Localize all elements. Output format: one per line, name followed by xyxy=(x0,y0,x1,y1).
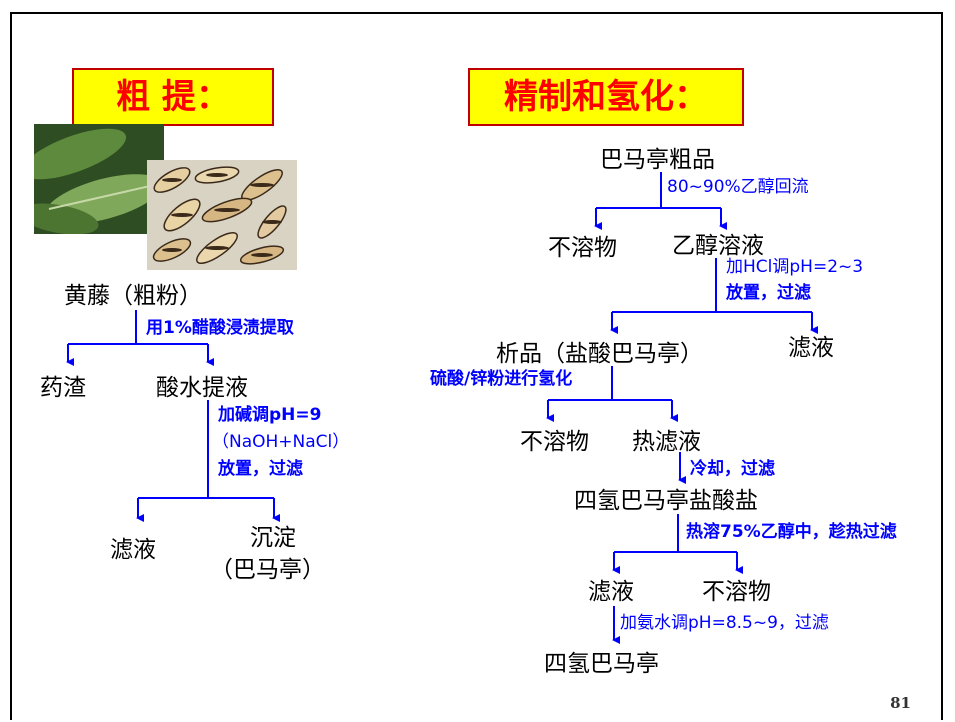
node-precipitate-note: （巴马亭） xyxy=(210,557,325,583)
slide-frame xyxy=(10,12,943,720)
cond-stand-filter: 放置，过滤 xyxy=(726,283,811,303)
node-filtrate-1: 滤液 xyxy=(788,335,834,361)
node-acid-extract: 酸水提液 xyxy=(156,375,248,401)
node-insoluble-2: 不溶物 xyxy=(520,429,589,455)
cond-hydrogenation: 硫酸/锌粉进行氢化 xyxy=(430,369,573,389)
sliced-stem-photo xyxy=(147,160,297,270)
node-residue: 药渣 xyxy=(40,375,86,401)
node-ethanol-solution: 乙醇溶液 xyxy=(672,233,764,259)
cond-cool-filter: 冷却，过滤 xyxy=(690,459,775,479)
cond-acetic-acid: 用1%醋酸浸渍提取 xyxy=(146,318,294,338)
cond-alkali-line1: 加碱调pH=9 xyxy=(218,405,322,425)
node-palmatine-hcl: 析品（盐酸巴马亭） xyxy=(496,341,703,367)
node-precipitate: 沉淀 xyxy=(250,525,296,551)
leaf-photo xyxy=(34,124,164,234)
cond-alkali-line2: （NaOH+NaCl） xyxy=(212,432,350,452)
cond-ethanol-reflux: 80~90%乙醇回流 xyxy=(667,177,809,197)
node-insoluble-1: 不溶物 xyxy=(548,235,617,261)
node-tetrahydropalmatine: 四氢巴马亭 xyxy=(544,651,659,677)
node-filtrate-2: 滤液 xyxy=(588,579,634,605)
node-left-filtrate: 滤液 xyxy=(110,537,156,563)
cond-ammonia-adjust: 加氨水调pH=8.5~9，过滤 xyxy=(620,613,829,633)
cond-hot-dissolve: 热溶75%乙醇中，趁热过滤 xyxy=(686,522,897,542)
node-crude-palmatine: 巴马亭粗品 xyxy=(600,147,715,173)
node-insoluble-3: 不溶物 xyxy=(702,579,771,605)
cond-alkali-line3: 放置，过滤 xyxy=(218,459,303,479)
node-thp-hcl-salt: 四氢巴马亭盐酸盐 xyxy=(574,488,758,514)
node-raw-powder: 黄藤（粗粉） xyxy=(64,283,202,309)
left-section-title: 粗 提： xyxy=(72,68,274,126)
right-section-title: 精制和氢化： xyxy=(468,68,744,126)
cond-hcl-adjust: 加HCl调pH=2~3 xyxy=(726,257,864,277)
node-hot-filtrate: 热滤液 xyxy=(632,429,701,455)
page-number: 81 xyxy=(890,694,911,712)
